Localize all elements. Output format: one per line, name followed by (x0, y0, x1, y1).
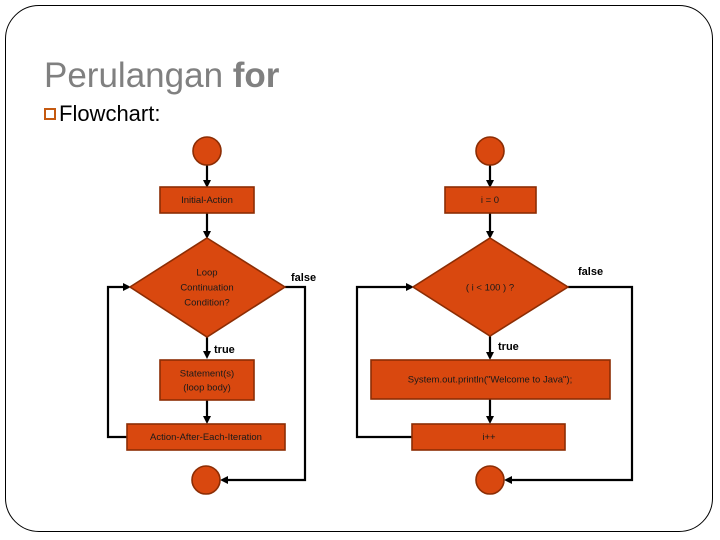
arrowhead-initial-to-condition (203, 231, 211, 239)
arrowhead-condition-true-java (486, 352, 494, 360)
branch-label-false-generic: false (291, 272, 316, 284)
node-condition-generic-line2: Continuation (180, 283, 233, 294)
node-initial-action-generic-label: Initial-Action (181, 195, 233, 206)
node-condition-java-label: ( i < 100 ) ? (466, 283, 514, 294)
arrowhead-condition-true (203, 351, 211, 359)
connectors-generic (106, 165, 307, 484)
branch-label-true-generic: true (214, 344, 235, 356)
node-after-each-generic-label: Action-After-Each-Iteration (150, 432, 262, 443)
branch-label-true-java: true (498, 341, 519, 353)
end-circle-java (475, 465, 505, 495)
connectors-java (355, 165, 634, 484)
start-circle-generic (192, 136, 222, 166)
node-after-each-java (411, 423, 566, 451)
edge-condition-false (227, 285, 307, 482)
arrowhead-init-to-condition-java (486, 231, 494, 239)
node-initial-action-java-label: i = 0 (481, 195, 499, 206)
node-loop-body-generic-line1: Statement(s) (180, 369, 234, 380)
arrowhead-start-to-init-java (486, 180, 494, 188)
arrowhead-loopback-java (406, 283, 414, 291)
end-circle-generic (191, 465, 221, 495)
arrowhead-condition-false-java (504, 476, 512, 484)
arrowhead-body-to-after (203, 416, 211, 424)
edge-loopback-java (355, 285, 412, 439)
node-initial-action-java (444, 186, 537, 214)
arrowhead-body-to-after-java (486, 416, 494, 424)
edge-condition-false-java (511, 285, 634, 482)
node-initial-action-generic (159, 186, 255, 214)
node-condition-generic-line1: Loop (196, 268, 217, 279)
arrowhead-condition-false (220, 476, 228, 484)
subtitle-flowchart: Flowchart: (44, 101, 160, 127)
node-loop-body-generic (159, 359, 255, 401)
page-title-keyword: for (232, 56, 280, 95)
node-after-each-generic (126, 423, 286, 451)
start-circle-java (475, 136, 505, 166)
subtitle-label: Flowchart: (59, 101, 161, 126)
node-condition-generic-line3: Condition? (184, 298, 229, 309)
node-loop-body-java-label: System.out.println("Welcome to Java"); (408, 375, 572, 386)
edge-loopback (106, 285, 127, 439)
page-title: Perulangan for (44, 56, 279, 96)
node-condition-generic (128, 237, 287, 338)
node-condition-java (411, 237, 570, 337)
node-loop-body-generic-line2: (loop body) (183, 383, 231, 394)
page-title-main: Perulangan (44, 56, 233, 95)
arrowhead-loopback (123, 283, 131, 291)
arrowhead-start-to-initial (203, 180, 211, 188)
hollow-square-bullet-icon (44, 108, 56, 120)
branch-label-false-java: false (578, 266, 603, 278)
node-after-each-java-label: i++ (482, 432, 496, 443)
node-loop-body-java (370, 359, 611, 400)
